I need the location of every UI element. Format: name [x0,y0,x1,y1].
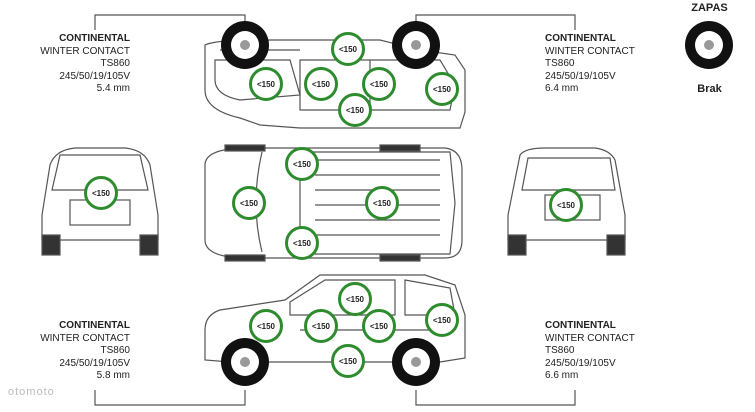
tire-size: 245/50/19/105V [545,357,616,369]
paint-marker-roof[interactable]: <150 [331,32,365,66]
tire-depth: 6.4 mm [545,83,579,94]
paint-marker-hood[interactable]: <150 [232,186,266,220]
tire-info-rear-right: CONTINENTAL WINTER CONTACT TS860 245/50/… [545,320,665,383]
spare-title: ZAPAS [691,2,728,14]
tire-model: WINTER CONTACT [545,45,635,57]
tire-depth: 6.6 mm [545,370,579,381]
paint-marker-tailgate[interactable]: <150 [549,188,583,222]
tire-depth: 5.4 mm [96,83,130,94]
watermark: otomoto [8,386,55,398]
tire-size: 245/50/19/105V [545,70,616,82]
paint-marker-rear-fender[interactable]: <150 [425,72,459,106]
tire-info-front-right: CONTINENTAL WINTER CONTACT TS860 245/50/… [545,33,665,96]
paint-marker-roof-top[interactable]: <150 [365,186,399,220]
tire-model: WINTER CONTACT [40,45,130,57]
tire-size: 245/50/19/105V [59,70,130,82]
paint-marker-top-right[interactable]: <150 [285,226,319,260]
tire-info-front-left: CONTINENTAL WINTER CONTACT TS860 245/50/… [10,33,130,96]
paint-marker-front-fender-lower[interactable]: <150 [249,309,283,343]
tire-info-rear-left: CONTINENTAL WINTER CONTACT TS860 245/50/… [10,320,130,383]
paint-marker-rear-door[interactable]: <150 [362,67,396,101]
tire-code: TS860 [545,58,575,69]
paint-marker-top-left[interactable]: <150 [285,147,319,181]
tire-brand: CONTINENTAL [59,320,130,331]
paint-marker-front[interactable]: <150 [84,176,118,210]
tire-code: TS860 [100,58,130,69]
paint-marker-sill[interactable]: <150 [338,93,372,127]
paint-marker-sill-lower[interactable]: <150 [331,344,365,378]
tire-model: WINTER CONTACT [545,332,635,344]
paint-marker-front-door[interactable]: <150 [304,67,338,101]
tire-brand: CONTINENTAL [545,320,616,331]
paint-marker-rear-fender-lower[interactable]: <150 [425,303,459,337]
paint-marker-front-door-lower[interactable]: <150 [304,309,338,343]
paint-marker-front-fender[interactable]: <150 [249,67,283,101]
tire-depth: 5.8 mm [96,370,130,381]
tire-brand: CONTINENTAL [545,33,616,44]
tire-code: TS860 [545,345,575,356]
paint-marker-roof-lower[interactable]: <150 [338,282,372,316]
tire-size: 245/50/19/105V [59,357,130,369]
spare-status: Brak [697,83,722,95]
paint-marker-rear-door-lower[interactable]: <150 [362,309,396,343]
tire-brand: CONTINENTAL [59,33,130,44]
tire-code: TS860 [100,345,130,356]
tire-model: WINTER CONTACT [40,332,130,344]
